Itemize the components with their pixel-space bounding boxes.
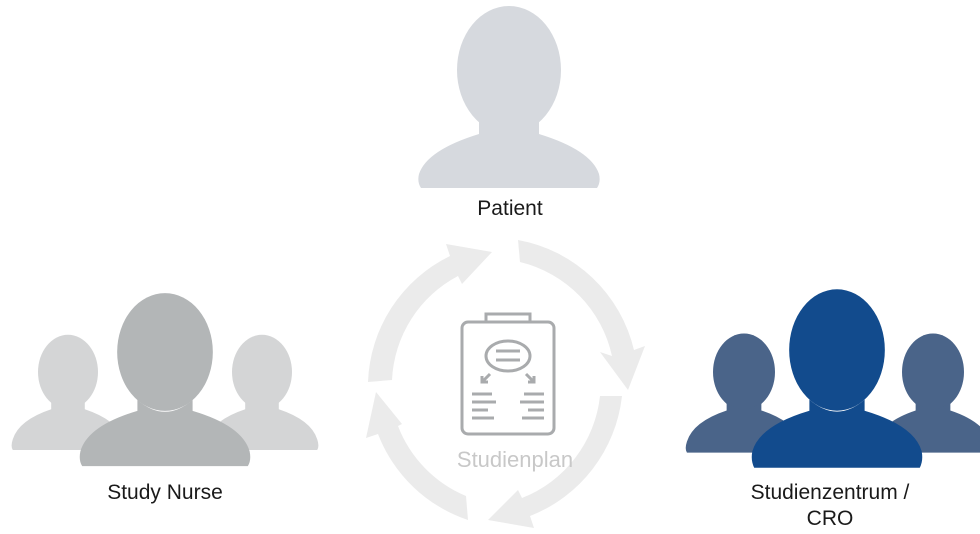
study-nurse-group-icon <box>11 293 319 467</box>
patient-label: Patient <box>477 197 543 220</box>
nurse-main-person-icon <box>79 293 251 467</box>
studienzentrum-label-line2: CRO <box>806 507 854 530</box>
studienplan-label: Studienplan <box>456 447 574 472</box>
study-nurse-label: Study Nurse <box>107 481 223 504</box>
studienzentrum-label-line1: Studienzentrum / <box>750 481 910 504</box>
patient-person-icon <box>418 6 600 188</box>
zentrum-main-person-icon <box>751 289 923 468</box>
clipboard-icon <box>460 312 556 436</box>
cycle-arrow-bottom-left <box>366 392 468 520</box>
cycle-arrow-left-top <box>368 244 492 382</box>
cycle-arrows <box>366 240 645 528</box>
cycle-arrow-right-bottom <box>488 396 622 528</box>
studienzentrum-label: Studienzentrum / CRO <box>700 480 960 532</box>
studienzentrum-group-icon <box>685 289 980 468</box>
cycle-arrow-top-right <box>518 240 645 390</box>
